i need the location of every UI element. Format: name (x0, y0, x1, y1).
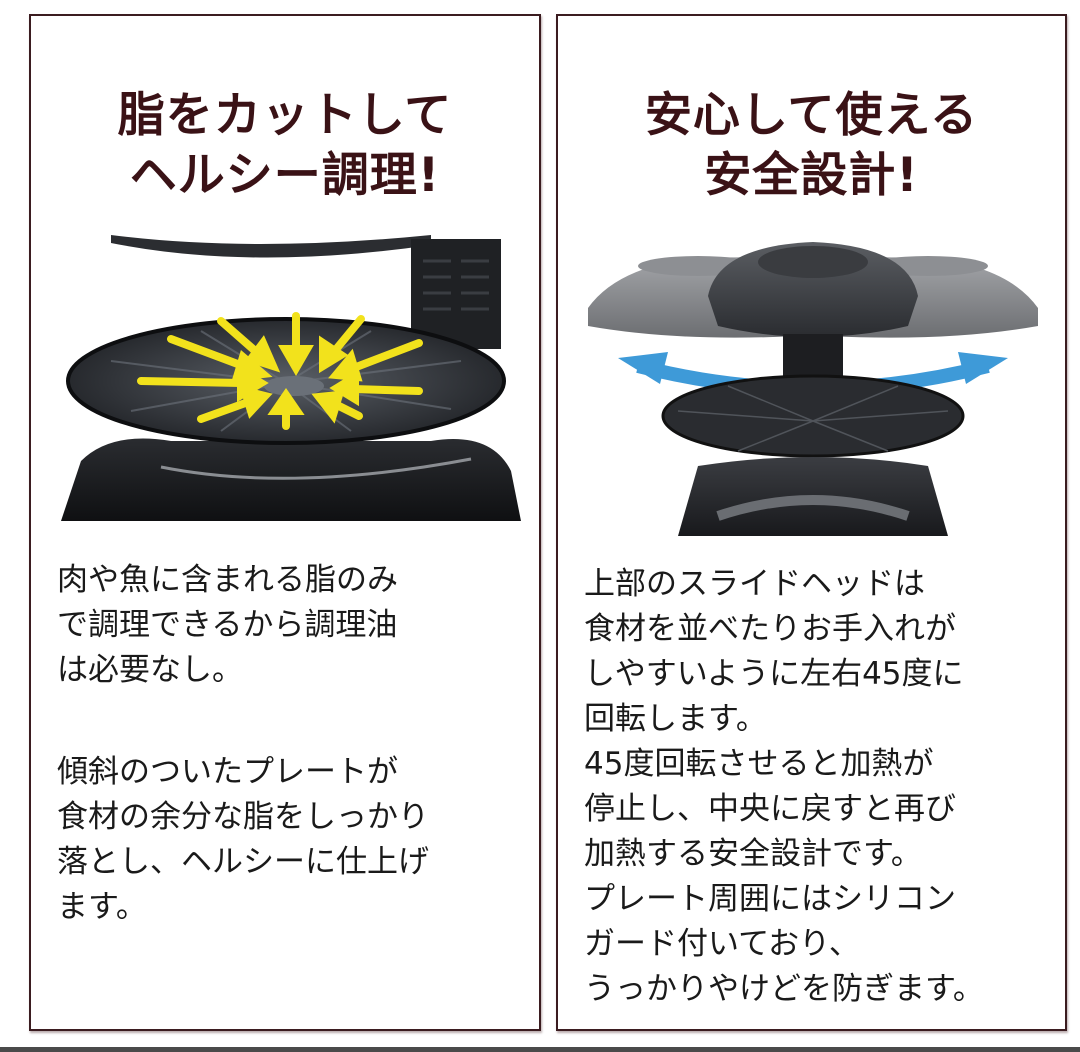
grill-plate-illustration (61, 235, 521, 521)
text-line: 加熱する安全設計です。 (584, 836, 922, 872)
feature-panel-safety-design: 安心して使える 安全設計! (556, 14, 1067, 1031)
description-paragraph: 上部のスライドヘッドは 食材を並べたりお手入れが しやすいように左右45度に 回… (584, 562, 984, 1012)
text-line: 落とし、ヘルシーに仕上げ (57, 844, 429, 880)
text-line: 回転します。 (584, 701, 767, 737)
text-line: 上部のスライドヘッドは (584, 566, 925, 602)
title-line-1: 脂をカットして (117, 88, 453, 143)
rotating-head-grill-illustration (588, 242, 1038, 536)
title-line-2: ヘルシー調理! (129, 148, 441, 203)
text-line: 食材を並べたりお手入れが (584, 611, 956, 647)
text-line: 食材の余分な脂をしっかり (57, 799, 429, 835)
text-line: 傾斜のついたプレートが (57, 754, 398, 790)
text-line: うっかりやけどを防ぎます。 (584, 971, 984, 1007)
description-paragraph-1: 肉や魚に含まれる脂のみ で調理できるから調理油 は必要なし。 (57, 558, 398, 693)
panel-title: 安心して使える 安全設計! (558, 86, 1065, 206)
text-line: は必要なし。 (57, 652, 243, 688)
text-line: プレート周囲にはシリコン (584, 881, 956, 917)
feature-panel-fat-cut: 脂をカットして ヘルシー調理! (29, 14, 541, 1031)
text-line: で調理できるから調理油 (57, 607, 398, 643)
text-line: 停止し、中央に戻すと再び (584, 791, 956, 827)
title-line-1: 安心して使える (644, 88, 979, 143)
bottom-edge-divider (0, 1047, 1080, 1052)
text-line: ガード付いており、 (584, 926, 860, 962)
text-line: しやすいように左右45度に (584, 656, 964, 692)
text-line: 肉や魚に含まれる脂のみ (57, 562, 398, 598)
panel-title: 脂をカットして ヘルシー調理! (31, 86, 539, 206)
text-line: 45度回転させると加熱が (584, 746, 934, 782)
text-line: ます。 (57, 889, 147, 925)
title-line-2: 安全設計! (704, 148, 919, 203)
description-paragraph-2: 傾斜のついたプレートが 食材の余分な脂をしっかり 落とし、ヘルシーに仕上げ ます… (57, 750, 429, 930)
